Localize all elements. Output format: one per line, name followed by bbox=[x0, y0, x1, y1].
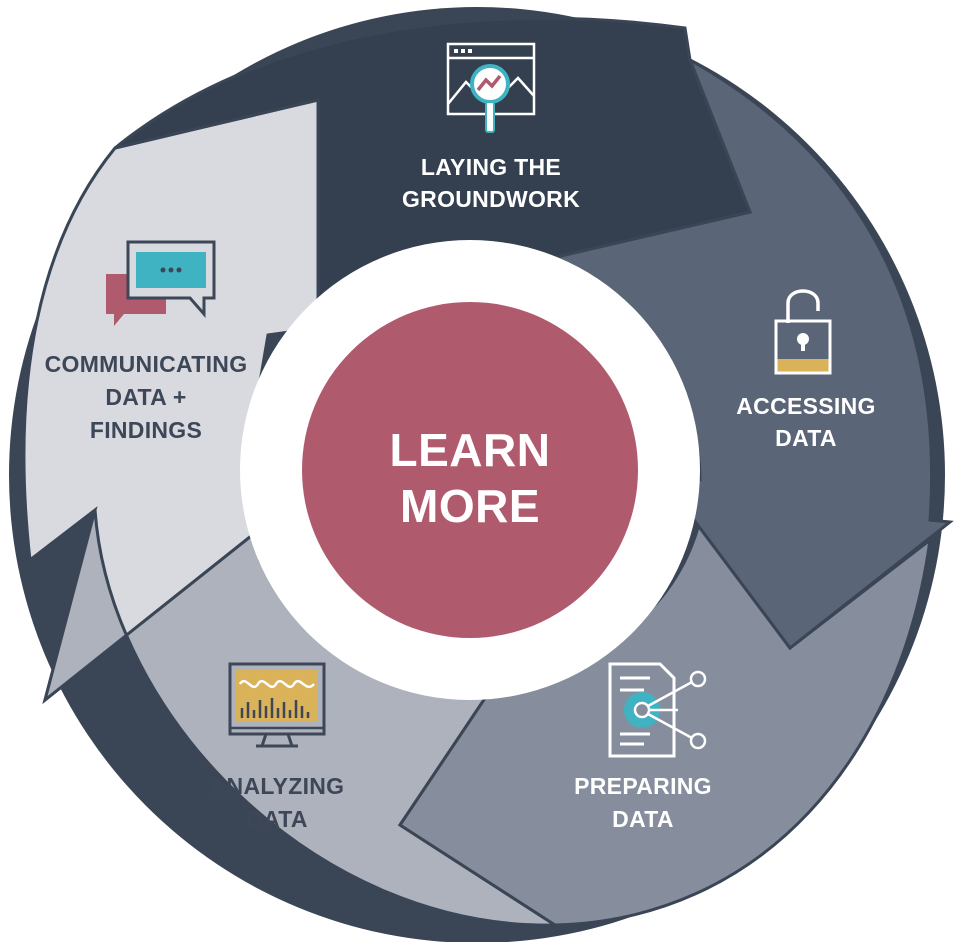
stage-label-analyzing-line2: DATA bbox=[246, 806, 308, 832]
learn-more-line2: MORE bbox=[400, 480, 540, 532]
stage-label-accessing-line1: ACCESSING bbox=[736, 393, 875, 419]
stage-label-preparing-line2: DATA bbox=[612, 806, 674, 832]
stage-label-communicating-line2: DATA + bbox=[105, 384, 186, 410]
learn-more-circle bbox=[302, 302, 638, 638]
stage-label-analyzing-line1: ANALYZING bbox=[210, 773, 345, 799]
stage-label-laying-line1: LAYING THE bbox=[421, 154, 561, 180]
stage-label-communicating-line3: FINDINGS bbox=[90, 417, 202, 443]
stage-label-preparing-line1: PREPARING bbox=[574, 773, 712, 799]
monitor-chart-icon bbox=[228, 662, 326, 748]
analytics-magnifier-icon bbox=[446, 42, 536, 133]
chat-bubbles-icon bbox=[106, 240, 216, 326]
document-network-icon bbox=[608, 662, 707, 758]
learn-more-button[interactable]: LEARN MORE bbox=[302, 302, 638, 638]
stage-label-communicating-line1: COMMUNICATING bbox=[45, 351, 248, 377]
learn-more-line1: LEARN bbox=[390, 424, 551, 476]
stage-preparing-data[interactable] bbox=[397, 486, 932, 927]
stage-label-accessing-line2: DATA bbox=[775, 425, 837, 451]
arrow-segment-preparing bbox=[397, 486, 932, 927]
open-padlock-icon bbox=[774, 289, 832, 375]
stage-label-laying-line2: GROUNDWORK bbox=[402, 186, 580, 212]
